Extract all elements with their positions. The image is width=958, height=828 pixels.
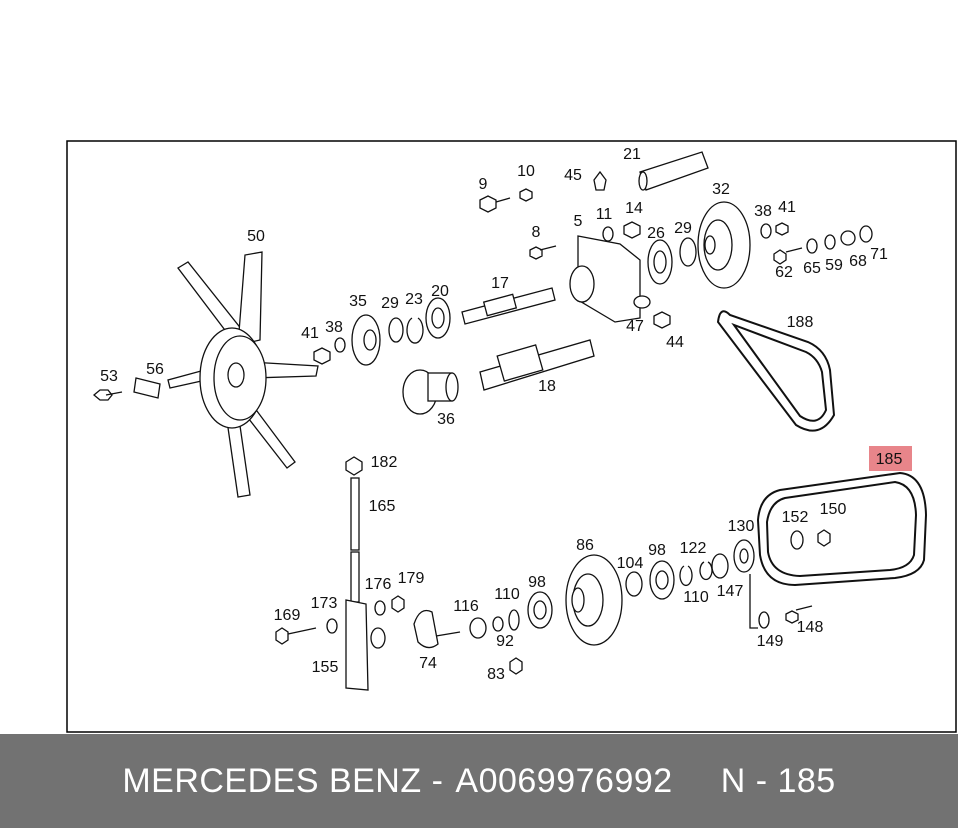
- part-number: A0069976992: [455, 761, 673, 800]
- part-label-130: 130: [728, 518, 755, 535]
- part-label-38: 38: [754, 203, 772, 220]
- part-label-14: 14: [625, 200, 643, 217]
- part-label-92: 92: [496, 633, 514, 650]
- part-label-173: 173: [311, 595, 338, 612]
- part-label-179: 179: [398, 570, 425, 587]
- center-parts: [92, 287, 595, 415]
- part-label-98: 98: [648, 542, 666, 559]
- part-label-23: 23: [405, 291, 423, 308]
- part-label-65: 65: [803, 260, 821, 277]
- part-label-68: 68: [849, 253, 867, 270]
- part-label-41: 41: [301, 325, 319, 342]
- fan-part-50: [167, 251, 319, 498]
- part-label-86: 86: [576, 537, 594, 554]
- part-label-110: 110: [494, 586, 520, 603]
- belt-185: [756, 471, 928, 587]
- part-label-35: 35: [349, 293, 367, 310]
- part-label-169: 169: [274, 607, 301, 624]
- part-label-110: 110: [683, 589, 709, 606]
- part-label-53: 53: [100, 368, 118, 385]
- part-label-36: 36: [437, 411, 455, 428]
- highlight-box: [869, 446, 912, 471]
- part-label-148: 148: [797, 619, 824, 636]
- part-label-56: 56: [146, 361, 164, 378]
- upper-right-parts: [479, 151, 873, 329]
- footer-bar: MERCEDES BENZ - A0069976992 N - 185: [0, 734, 958, 828]
- part-label-71: 71: [870, 246, 888, 263]
- part-label-147: 147: [717, 583, 744, 600]
- part-label-182: 182: [371, 454, 398, 471]
- part-label-155: 155: [312, 659, 339, 676]
- part-label-41: 41: [778, 199, 796, 216]
- reference-number: N - 185: [720, 761, 836, 800]
- part-label-26: 26: [647, 225, 665, 242]
- part-label-62: 62: [775, 264, 793, 281]
- part-label-176: 176: [365, 576, 392, 593]
- part-label-38: 38: [325, 319, 343, 336]
- part-label-122: 122: [680, 540, 707, 557]
- part-label-188: 188: [787, 314, 814, 331]
- part-label-20: 20: [431, 283, 449, 300]
- part-label-8: 8: [532, 224, 541, 241]
- part-label-116: 116: [453, 598, 479, 615]
- part-label-50: 50: [247, 228, 265, 245]
- part-label-21: 21: [623, 146, 641, 163]
- part-label-104: 104: [617, 555, 644, 572]
- part-label-29: 29: [381, 295, 399, 312]
- part-label-18: 18: [538, 378, 556, 395]
- part-label-17: 17: [491, 275, 509, 292]
- part-label-10: 10: [517, 163, 535, 180]
- part-label-47: 47: [626, 318, 644, 335]
- part-label-44: 44: [666, 334, 684, 351]
- part-label-9: 9: [479, 176, 488, 193]
- part-label-45: 45: [564, 167, 582, 184]
- belt-188: [716, 310, 836, 432]
- part-label-185: 185: [876, 451, 903, 468]
- part-label-29: 29: [674, 220, 692, 237]
- part-label-149: 149: [757, 633, 784, 650]
- brand-text: MERCEDES BENZ -: [122, 761, 444, 800]
- part-label-83: 83: [487, 666, 505, 683]
- part-label-165: 165: [369, 498, 396, 515]
- part-label-59: 59: [825, 257, 843, 274]
- part-label-98: 98: [528, 574, 546, 591]
- part-label-74: 74: [419, 655, 437, 672]
- part-label-5: 5: [574, 213, 583, 230]
- part-label-32: 32: [712, 181, 730, 198]
- lower-parts: [275, 456, 831, 691]
- part-label-152: 152: [782, 509, 809, 526]
- part-label-150: 150: [820, 501, 847, 518]
- diagram-frame: [66, 140, 957, 733]
- part-label-11: 11: [596, 206, 613, 223]
